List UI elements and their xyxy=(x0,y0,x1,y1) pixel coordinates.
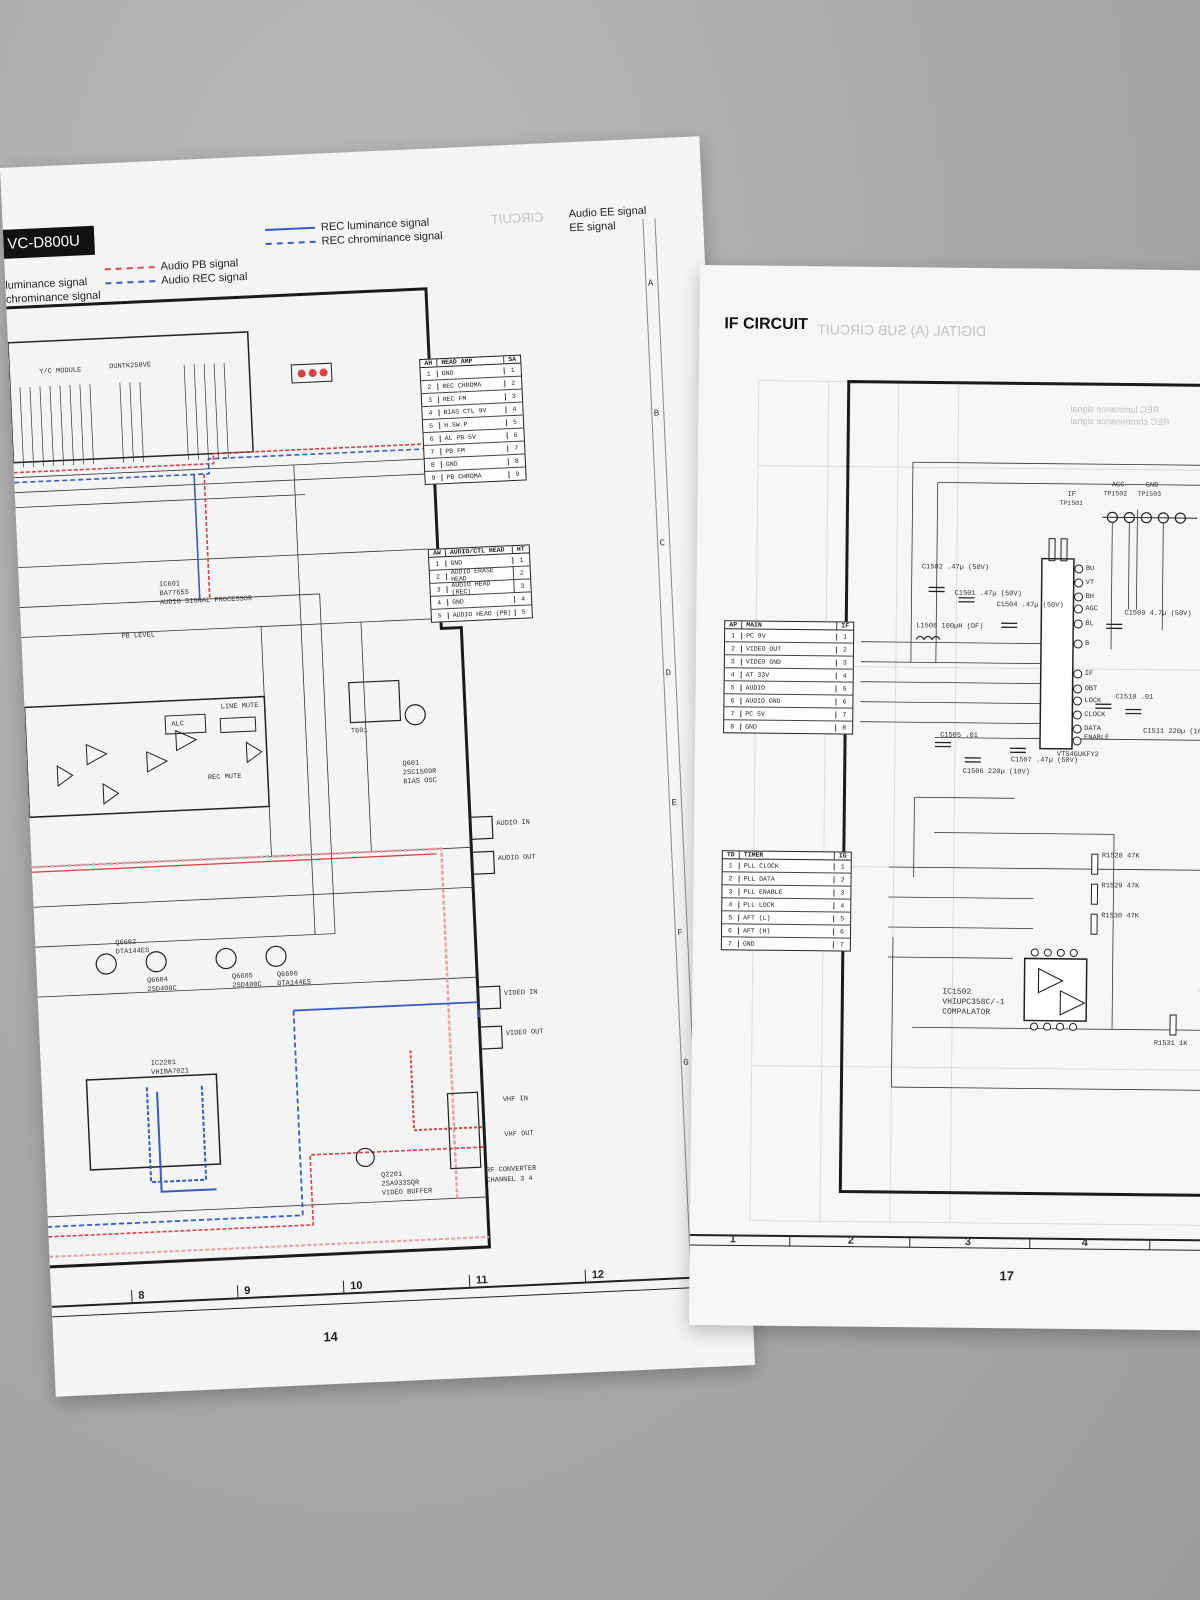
label-ic2201-part: VHIBA7021 xyxy=(151,1067,190,1078)
label-q6605: Q6605 xyxy=(231,972,254,982)
row-letter: D xyxy=(665,668,672,679)
tuner-pin-label: OBT xyxy=(1084,685,1098,694)
row-letter: C xyxy=(659,538,666,549)
label-q6602-part: DTA144ES xyxy=(115,947,150,957)
column-label: 1 xyxy=(729,1233,736,1246)
row-letter: F xyxy=(677,927,684,939)
label-video-in: VIDEO IN xyxy=(503,988,538,998)
label-pb-level: PB LEVEL xyxy=(121,631,156,641)
page-number-right: 17 xyxy=(999,1268,1014,1284)
ic1502-part: VHIUPC358C/-1 xyxy=(942,997,1005,1008)
label-t601: T601 xyxy=(350,726,368,736)
row-letter: A xyxy=(647,278,654,289)
resistor-label: R1530 47K xyxy=(1101,912,1140,921)
tp1502-label: TP1502 xyxy=(1103,490,1128,498)
tuner-pin-label: LOCK xyxy=(1084,697,1102,706)
label-ic601-part: BA7765S xyxy=(159,588,190,599)
resistor-label: R1528 47K xyxy=(1101,852,1140,861)
tuner-pin-label: VT xyxy=(1085,579,1095,588)
label-q6605-part: 2SD400C xyxy=(232,980,262,991)
tp1503-label: TP1503 xyxy=(1137,490,1162,498)
ic1502-label: IC1502 xyxy=(942,987,972,997)
label-q2201: Q2201 xyxy=(380,1170,403,1180)
label-audio-out: AUDIO OUT xyxy=(497,853,536,864)
label-alc: ALC xyxy=(171,720,185,729)
label-q601: Q601 xyxy=(402,759,420,769)
label-q6604: Q6604 xyxy=(146,976,169,986)
component-label: C1505 .01 xyxy=(940,731,978,740)
tuner-pin-label: BU xyxy=(1085,565,1095,574)
component-label: C1506 220µ (10V) xyxy=(962,767,1030,777)
tp-gnd-label: GND xyxy=(1145,481,1159,490)
tuner-pin-label: DATA xyxy=(1084,725,1102,734)
left-schematic xyxy=(6,218,704,1318)
page-number-left: 14 xyxy=(323,1328,339,1345)
label-q6606: Q6606 xyxy=(276,970,299,980)
label-q6604-part: 2SD400C xyxy=(147,984,178,995)
component-label: C1504 .47µ (50V) xyxy=(996,601,1064,610)
tuner-pin-label: BL xyxy=(1085,620,1094,629)
component-label: C1510 .01 xyxy=(1115,693,1154,702)
label-q601-desc: BIAS OSC xyxy=(403,776,438,787)
component-label: C1507 .47µ (50V) xyxy=(1010,756,1079,765)
label-vhf-in: VHF IN xyxy=(502,1095,529,1105)
label-audio-in: AUDIO IN xyxy=(496,818,531,829)
tuner-pin-label: BH xyxy=(1085,593,1094,602)
label-ic601: IC601 xyxy=(158,580,181,590)
tuner-pin-label: B xyxy=(1085,640,1090,649)
right-page: IF CIRCUIT DIGITAL (A) SUB CIRCUIT REC l… xyxy=(688,265,1200,1331)
row-letter: G xyxy=(683,1057,689,1068)
resistor-label: R1529 47K xyxy=(1101,882,1140,891)
component-label: C1501 .47µ (50V) xyxy=(954,589,1022,599)
tuner-pin-label: AGC xyxy=(1085,605,1099,614)
right-schematic xyxy=(689,380,1200,1251)
label-vhf-out: VHF OUT xyxy=(504,1129,534,1140)
component-label: L1508 100µH (DF) xyxy=(916,622,984,631)
row-letter: E xyxy=(671,797,678,809)
column-label: 4 xyxy=(1081,1237,1088,1250)
resistor-label: R1531 1K xyxy=(1153,1039,1188,1049)
label-q601-part: 2SC1509R xyxy=(402,767,437,778)
column-label: 2 xyxy=(847,1234,854,1247)
label-rec-mute: REC MUTE xyxy=(207,772,242,783)
label-ic2201: IC2201 xyxy=(150,1058,177,1069)
left-page: VC-D800U luminance signal chrominance si… xyxy=(0,136,756,1397)
component-label: C1502 .47µ (50V) xyxy=(921,563,990,573)
column-label: 3 xyxy=(964,1235,971,1248)
row-letter: B xyxy=(653,408,660,419)
tuner-pin-label: CLOCK xyxy=(1084,711,1106,720)
tp1501-label: TP1501 xyxy=(1059,499,1083,508)
tp-if-label: IF xyxy=(1067,490,1077,499)
component-label: C1511 220µ (16V) xyxy=(1143,727,1200,737)
ic1502-desc: COMPALATOR xyxy=(942,1007,991,1018)
tuner-pin-label: IF xyxy=(1084,670,1094,679)
tuner-pin-label: ENABLE xyxy=(1084,734,1110,743)
tp-agc-label: AGC xyxy=(1111,481,1125,490)
label-line-mute: LINE MUTE xyxy=(220,701,259,712)
label-q6602: Q6602 xyxy=(115,938,137,948)
component-label: C1509 4.7µ (50V) xyxy=(1124,609,1192,619)
label-q6606-part: DTA144ES xyxy=(277,978,312,989)
label-video-out: VIDEO OUT xyxy=(505,1028,544,1038)
